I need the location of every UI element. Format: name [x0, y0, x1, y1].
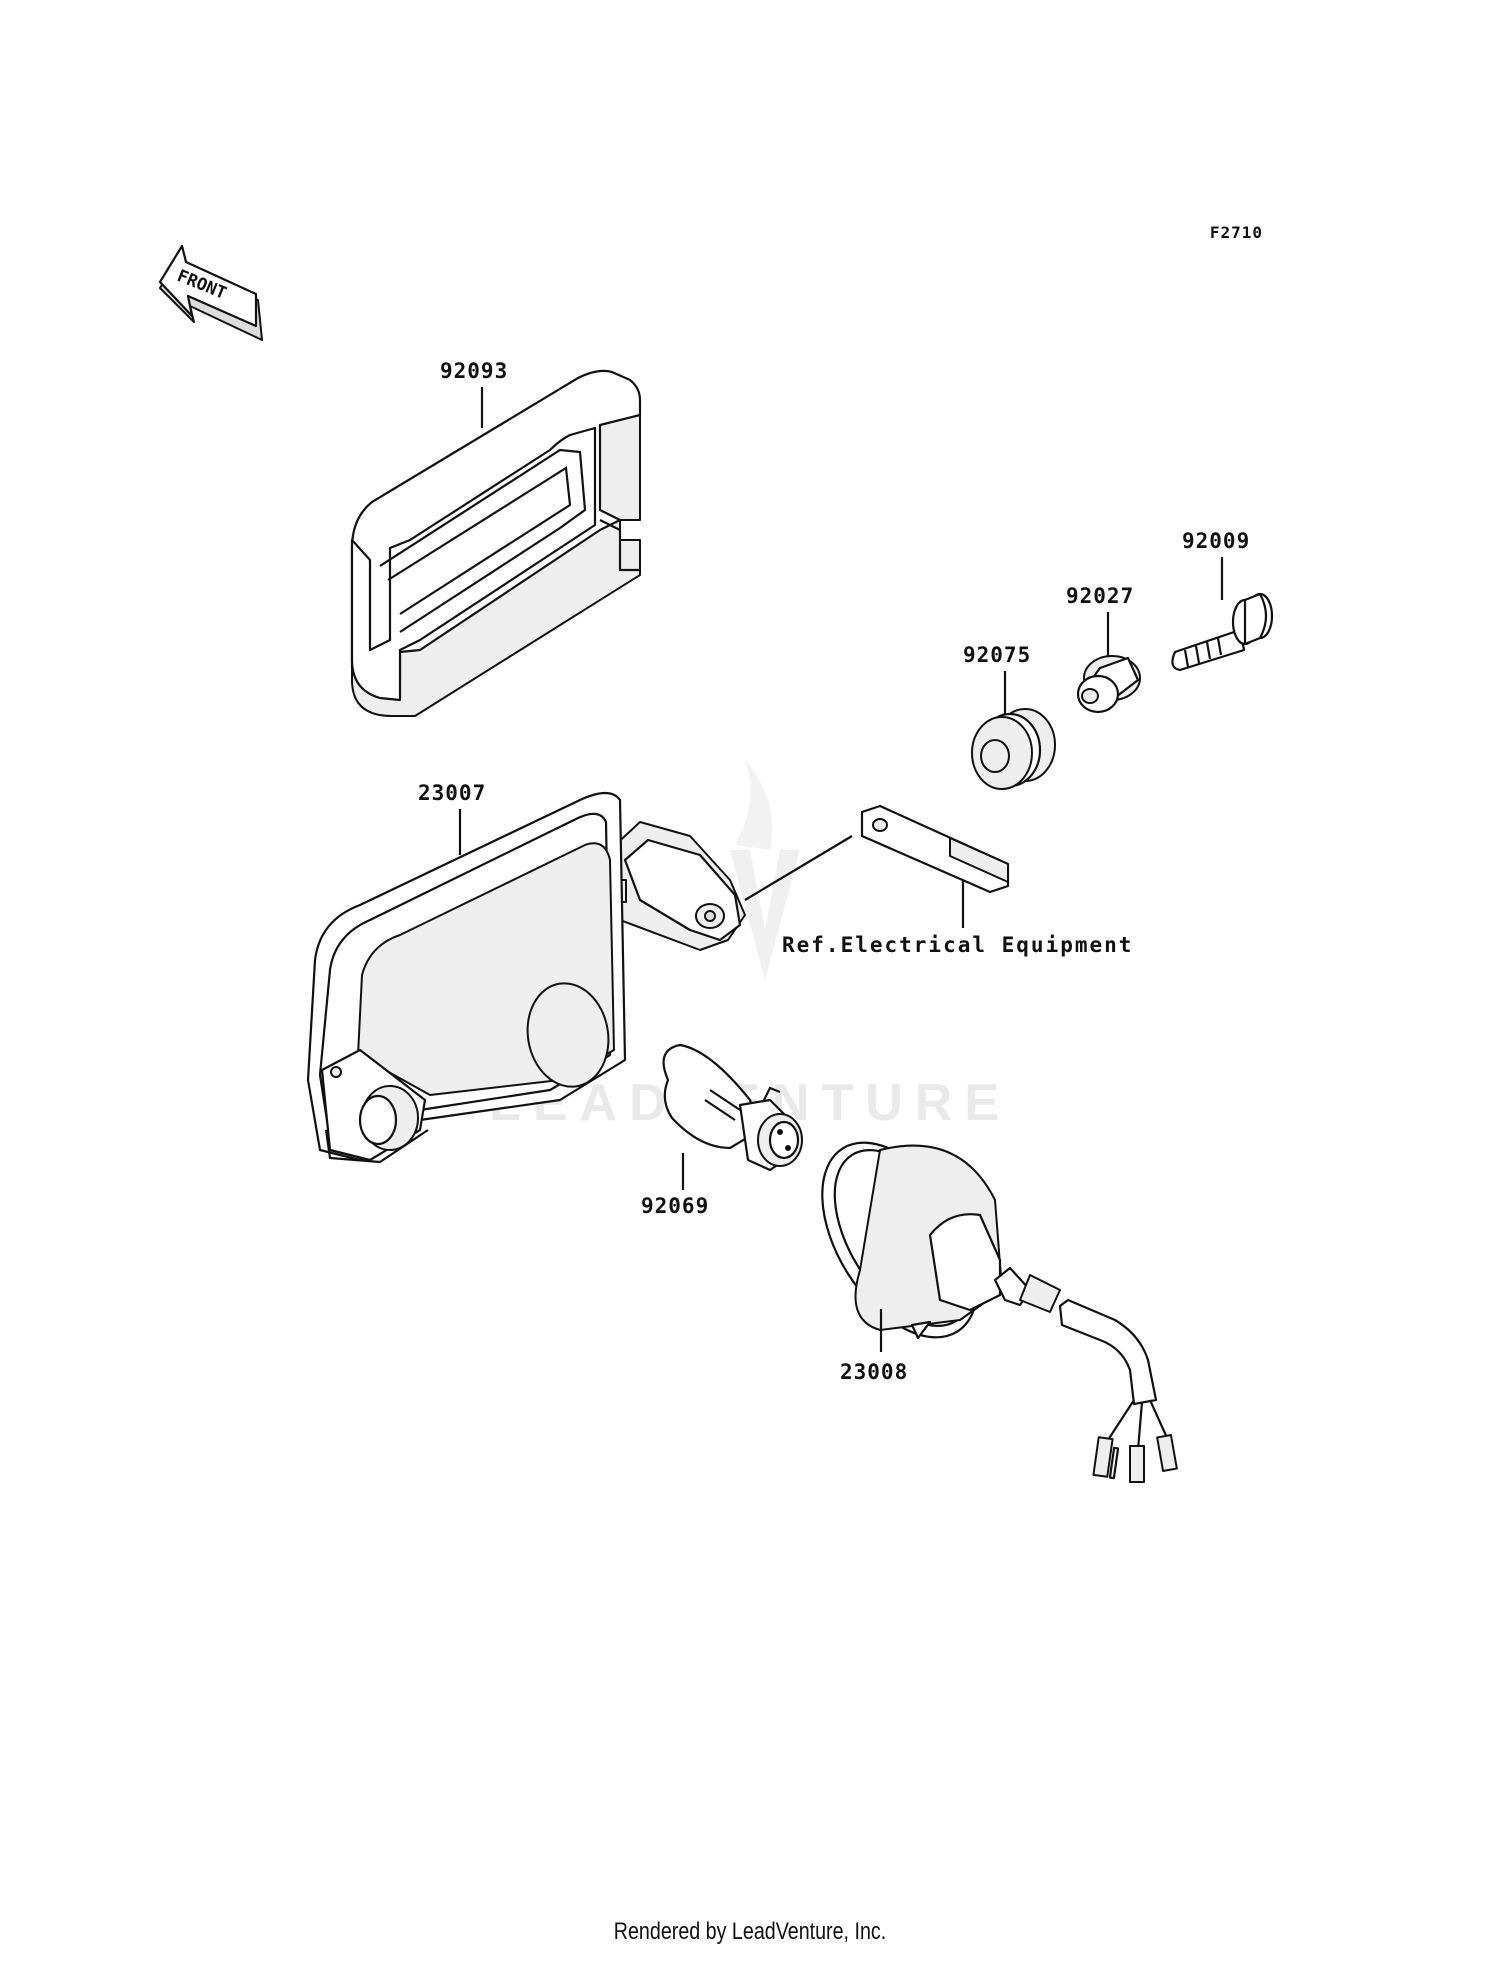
part-label-23007: 23007	[418, 781, 486, 805]
part-label-92075: 92075	[963, 643, 1031, 667]
bulb-92069	[662, 1043, 803, 1172]
headlamp-housing-23007	[306, 791, 746, 1164]
grommet-92075	[971, 708, 1056, 790]
part-label-92093: 92093	[440, 359, 508, 383]
front-arrow-icon: FRONT	[158, 244, 263, 341]
gasket-frame-92093	[350, 369, 642, 717]
sealed-beam-23008	[821, 1141, 1178, 1483]
part-label-23008: 23008	[840, 1360, 908, 1384]
reference-note: Ref.Electrical Equipment	[782, 933, 1133, 957]
part-label-92027: 92027	[1066, 584, 1134, 608]
footer-credit: Rendered by LeadVenture, Inc.	[613, 1918, 887, 1945]
diagram-code: F2710	[1210, 223, 1263, 242]
part-label-92009: 92009	[1182, 529, 1250, 553]
bolt-92009	[1171, 592, 1274, 672]
part-label-92069: 92069	[641, 1194, 709, 1218]
collar-92027	[1076, 655, 1141, 714]
leader-ref-line	[744, 835, 853, 901]
mounting-strip	[860, 804, 1010, 894]
